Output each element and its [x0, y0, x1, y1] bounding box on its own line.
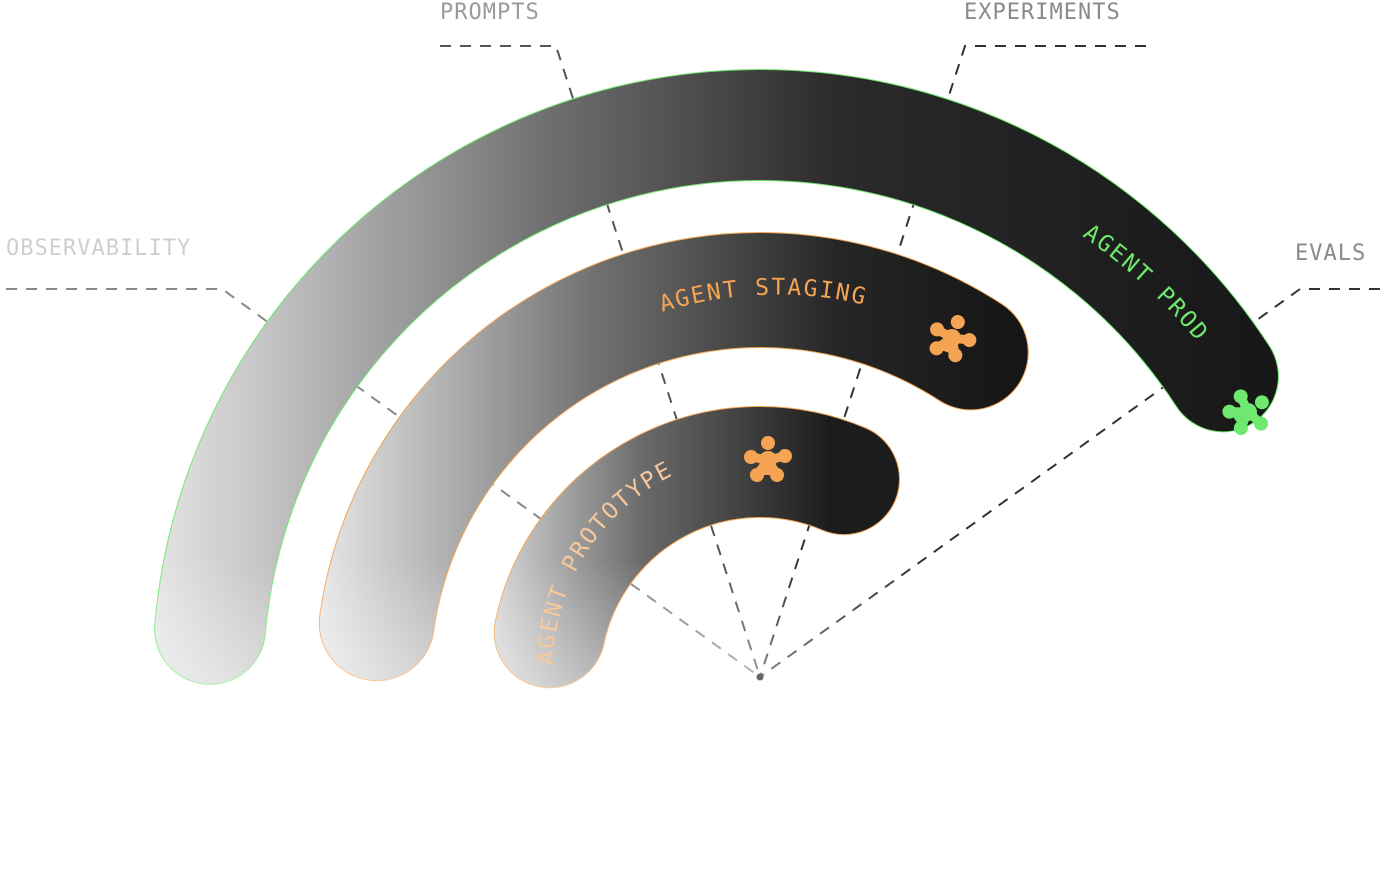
guide-evals	[759, 288, 1380, 678]
label-experiments: EXPERIMENTS	[964, 0, 1121, 25]
label-observability: OBSERVABILITY	[6, 236, 192, 261]
agent-logo-icon	[1222, 389, 1269, 435]
fade-overlay	[0, 560, 1388, 890]
center-point	[756, 673, 764, 681]
label-prompts: PROMPTS	[440, 0, 540, 25]
agent-logo-icon	[744, 436, 792, 482]
ring-staging	[319, 233, 1028, 681]
agent-logo-icon	[929, 315, 977, 363]
rings	[154, 69, 1279, 689]
label-evals: EVALS	[1295, 241, 1367, 266]
ring-prod	[155, 70, 1278, 684]
